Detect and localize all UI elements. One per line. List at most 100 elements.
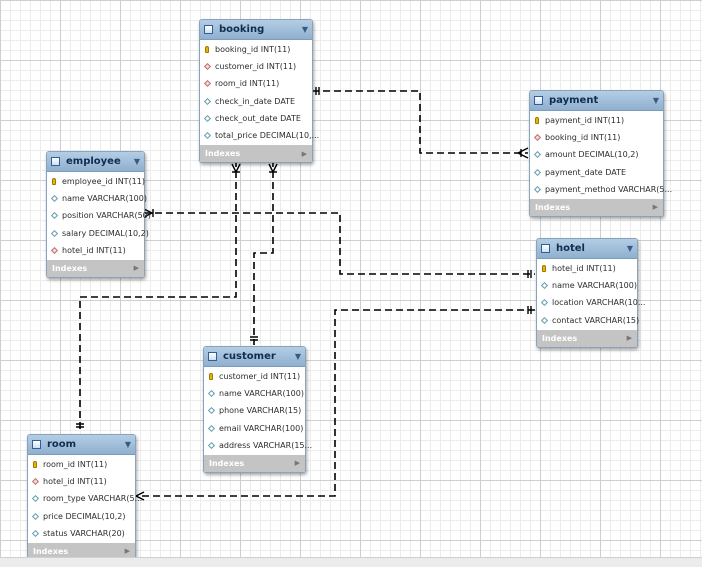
column-row[interactable]: room_id INT(11) xyxy=(28,456,135,473)
indexes-bar[interactable]: Indexes ▶ xyxy=(204,454,305,472)
column-row[interactable]: name VARCHAR(100) xyxy=(537,277,637,294)
table-header[interactable]: payment ▼ xyxy=(530,91,663,111)
column-row[interactable]: customer_id INT(11) xyxy=(204,368,305,385)
indexes-bar[interactable]: Indexes ▶ xyxy=(47,259,144,277)
column-icon xyxy=(533,168,544,176)
table-header[interactable]: booking ▼ xyxy=(200,20,312,40)
expand-arrow-icon[interactable]: ▶ xyxy=(124,547,130,556)
column-icon xyxy=(50,212,61,220)
foreign-key-icon xyxy=(533,134,544,142)
expand-arrow-icon[interactable]: ▶ xyxy=(294,459,300,468)
column-row[interactable]: status VARCHAR(20) xyxy=(28,525,135,542)
column-row[interactable]: location VARCHAR(10... xyxy=(537,294,645,311)
table-name: payment xyxy=(549,95,599,106)
table-name: customer xyxy=(223,351,276,362)
column-row[interactable]: email VARCHAR(100) xyxy=(204,420,305,437)
foreign-key-icon xyxy=(203,80,214,88)
column-row[interactable]: position VARCHAR(50) xyxy=(47,207,151,224)
relationship-booking-customer xyxy=(253,160,274,345)
column-row[interactable]: room_type VARCHAR(5... xyxy=(28,490,142,507)
column-row[interactable]: payment_method VARCHAR(5... xyxy=(530,181,672,198)
indexes-bar[interactable]: Indexes▶ xyxy=(28,542,135,560)
column-row[interactable]: check_out_date DATE xyxy=(200,110,312,127)
foreign-key-icon xyxy=(50,246,61,254)
column-row[interactable]: hotel_id INT(11) xyxy=(28,473,135,490)
horizontal-scrollbar[interactable] xyxy=(0,557,702,567)
column-row[interactable]: address VARCHAR(15... xyxy=(204,437,312,454)
column-row[interactable]: check_in_date DATE xyxy=(200,93,312,110)
one-marker xyxy=(527,306,532,314)
collapse-arrow-icon[interactable]: ▼ xyxy=(301,25,308,34)
collapse-arrow-icon[interactable]: ▼ xyxy=(294,352,301,361)
indexes-label: Indexes xyxy=(535,202,571,212)
column-row[interactable]: contact VARCHAR(15) xyxy=(537,312,639,329)
table-icon xyxy=(51,157,60,166)
table-booking[interactable]: booking ▼ booking_id INT(11) customer_id… xyxy=(199,19,319,164)
column-row[interactable]: employee_id INT(11) xyxy=(47,173,145,190)
primary-key-icon xyxy=(205,46,214,54)
column-row[interactable]: amount DECIMAL(10,2) xyxy=(530,146,663,163)
table-header[interactable]: customer ▼ xyxy=(204,347,305,367)
collapse-arrow-icon[interactable]: ▼ xyxy=(133,157,140,166)
primary-key-icon xyxy=(209,373,218,381)
indexes-bar[interactable]: Indexes ▶ xyxy=(530,198,663,216)
primary-key-icon xyxy=(535,117,544,125)
indexes-bar[interactable]: Indexes ▶ xyxy=(200,145,312,163)
column-row[interactable]: customer_id INT(11) xyxy=(200,58,312,75)
table-header[interactable]: hotel ▼ xyxy=(537,239,637,259)
one-marker xyxy=(76,423,84,428)
one-marker xyxy=(250,336,258,341)
column-row[interactable]: name VARCHAR(100) xyxy=(47,190,147,207)
table-name: booking xyxy=(219,24,265,35)
indexes-label: Indexes xyxy=(52,263,88,273)
column-list: customer_id INT(11) name VARCHAR(100) ph… xyxy=(204,367,312,455)
indexes-label: Indexes xyxy=(209,458,245,468)
many-marker xyxy=(268,163,278,174)
expand-arrow-icon[interactable]: ▶ xyxy=(626,334,632,343)
column-icon xyxy=(207,441,218,449)
column-row[interactable]: payment_date DATE xyxy=(530,164,663,181)
column-row[interactable]: room_id INT(11) xyxy=(200,75,312,92)
column-icon xyxy=(203,131,214,140)
column-row[interactable]: booking_id INT(11) xyxy=(200,41,312,58)
expand-arrow-icon[interactable]: ▶ xyxy=(133,264,139,273)
column-row[interactable]: name VARCHAR(100) xyxy=(204,385,305,402)
table-customer[interactable]: customer ▼ customer_id INT(11) name VARC… xyxy=(203,346,312,473)
table-icon xyxy=(541,244,550,253)
column-row[interactable]: total_price DECIMAL(10,... xyxy=(200,127,319,144)
foreign-key-icon xyxy=(31,478,42,486)
table-header[interactable]: room ▼ xyxy=(28,435,135,455)
column-row[interactable]: salary DECIMAL(10,2) xyxy=(47,225,149,242)
many-marker xyxy=(231,163,241,174)
table-hotel[interactable]: hotel ▼ hotel_id INT(11) name VARCHAR(10… xyxy=(536,238,645,348)
table-name: room xyxy=(47,439,77,450)
table-payment[interactable]: payment ▼ payment_id INT(11) booking_id … xyxy=(529,90,672,217)
relationship-hotel-room xyxy=(135,309,535,497)
table-room[interactable]: room ▼ room_id INT(11) hotel_id INT(11) … xyxy=(27,434,142,561)
indexes-bar[interactable]: Indexes▶ xyxy=(537,329,637,347)
table-header[interactable]: employee ▼ xyxy=(47,152,144,172)
table-icon xyxy=(32,440,41,449)
table-employee[interactable]: employee ▼ employee_id INT(11) name VARC… xyxy=(46,151,151,278)
column-icon xyxy=(533,185,544,193)
column-row[interactable]: booking_id INT(11) xyxy=(530,129,663,146)
column-row[interactable]: hotel_id INT(11) xyxy=(47,242,144,259)
collapse-arrow-icon[interactable]: ▼ xyxy=(626,244,633,253)
indexes-label: Indexes xyxy=(205,149,241,159)
column-row[interactable]: phone VARCHAR(15) xyxy=(204,402,305,419)
column-icon xyxy=(533,151,544,159)
expand-arrow-icon[interactable]: ▶ xyxy=(652,203,658,212)
column-list: payment_id INT(11) booking_id INT(11) am… xyxy=(530,111,672,199)
expand-arrow-icon[interactable]: ▶ xyxy=(301,149,307,158)
column-icon xyxy=(31,512,42,520)
column-list: room_id INT(11) hotel_id INT(11) room_ty… xyxy=(28,455,142,543)
column-icon xyxy=(203,97,214,105)
column-row[interactable]: hotel_id INT(11) xyxy=(537,260,637,277)
table-name: hotel xyxy=(556,243,585,254)
column-row[interactable]: price DECIMAL(10,2) xyxy=(28,508,135,525)
column-row[interactable]: payment_id INT(11) xyxy=(530,112,663,129)
collapse-arrow-icon[interactable]: ▼ xyxy=(124,440,131,449)
collapse-arrow-icon[interactable]: ▼ xyxy=(652,96,659,105)
